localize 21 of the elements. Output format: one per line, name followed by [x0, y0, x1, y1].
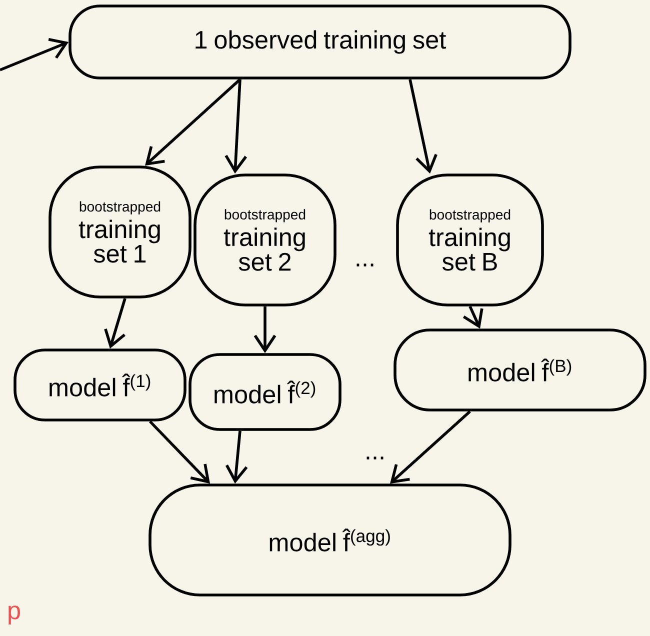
bootstrap-set-bubble: bootstrapped training set B: [396, 174, 544, 306]
arrow: [224, 79, 248, 174]
model-bubble: model f̂$^{(agg)}$: [148, 484, 512, 596]
arrow: [104, 298, 126, 349]
training-set-bubble: 1 observed training set: [68, 4, 572, 80]
model-bubble: model f̂$^{(1)}$: [14, 348, 186, 422]
arrow: [145, 78, 241, 166]
ellipsis: ...: [366, 456, 384, 460]
arrow: [254, 306, 276, 354]
arrow: [0, 38, 69, 72]
bootstrap-set-bubble: bootstrapped training set 1: [48, 166, 192, 298]
model-bubble: model f̂$^{(2)}$: [188, 353, 342, 431]
arrow: [225, 430, 248, 484]
bootstrap-set-bubble: bootstrapped training set 2: [194, 174, 336, 306]
arrow: [390, 410, 471, 484]
arrow: [408, 79, 438, 174]
ellipsis: ...: [356, 264, 374, 266]
arrow: [462, 306, 484, 329]
model-bubble: model f̂$^{(B)}$: [394, 328, 646, 412]
letter-fragment: p: [8, 606, 20, 624]
arrow: [149, 420, 210, 484]
